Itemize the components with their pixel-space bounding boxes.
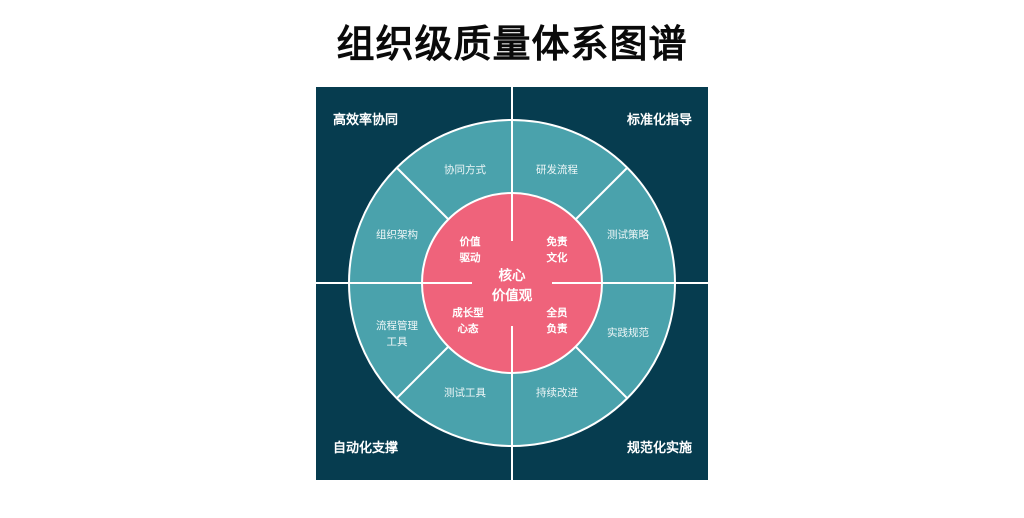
core-value-top-right-line1: 免责 (547, 235, 568, 248)
core-value-bottom-right-line1: 全员 (546, 306, 568, 319)
segment-continuous-improvement: 持续改进 (536, 386, 578, 399)
core-value-top-right-line2: 文化 (546, 251, 568, 264)
ring-dividers (396, 167, 628, 399)
core-value-bottom-left-line2: 心态 (458, 322, 479, 335)
segment-process-tools-line1: 流程管理 (376, 319, 418, 332)
center-label-line1: 核心 (499, 267, 527, 284)
segment-org-structure: 组织架构 (376, 228, 418, 241)
center-label-line2: 价值观 (492, 287, 533, 304)
core-value-top-left-line1: 价值 (460, 235, 481, 248)
core-dividers (422, 193, 602, 373)
core-value-top-left-line2: 驱动 (460, 251, 481, 264)
core-value-bottom-left-line1: 成长型 (452, 306, 484, 319)
quadrant-dividers (316, 87, 708, 480)
segment-test-strategy: 测试策略 (607, 228, 649, 241)
quadrant-label-top-right: 标准化指导 (626, 112, 692, 128)
segment-process-tools-line2: 工具 (387, 336, 408, 348)
diagram-title: 组织级质量体系图谱 (336, 21, 688, 66)
quadrant-label-bottom-right: 规范化实施 (627, 440, 692, 456)
quadrant-label-bottom-left: 自动化支撑 (333, 440, 398, 456)
segment-dev-process: 研发流程 (536, 163, 578, 176)
segment-practice-standards: 实践规范 (607, 326, 649, 339)
segment-test-tools: 测试工具 (444, 386, 486, 399)
quadrant-label-top-left: 高效率协同 (333, 112, 398, 128)
segment-collaboration-mode: 协同方式 (444, 163, 486, 176)
core-value-bottom-right-line2: 负责 (547, 322, 568, 335)
